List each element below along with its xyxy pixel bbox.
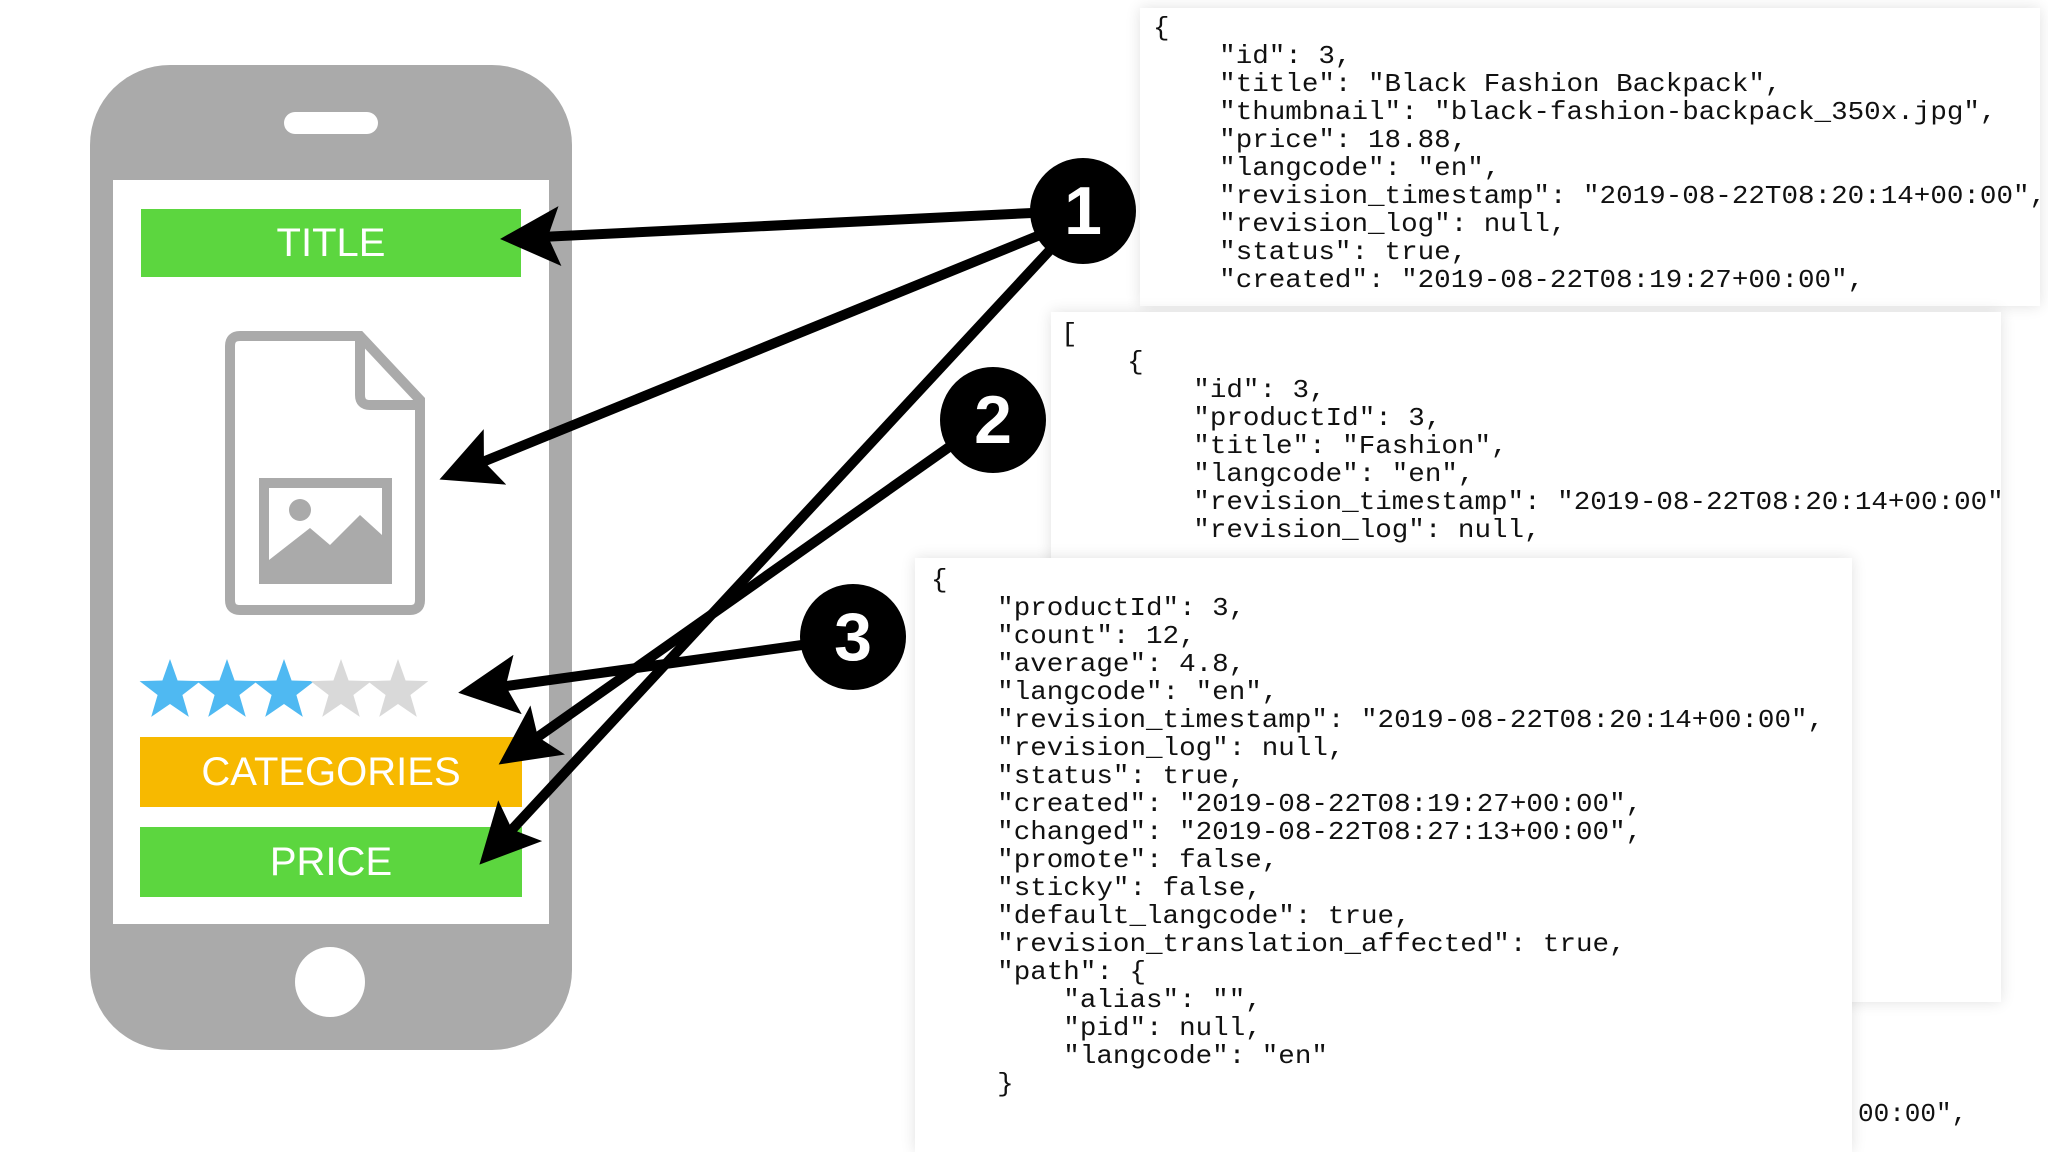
json-line: { <box>931 565 948 595</box>
ratings-json-code: { "productId": 3,"count": 12,"average": 4… <box>931 566 1824 1098</box>
json-line: "average": 4.8, <box>997 649 1246 679</box>
product-json-code: { "id": 3,"title": "Black Fashion Backpac… <box>1153 14 2040 294</box>
json-line: } <box>997 1069 1014 1099</box>
json-line: "promote": false, <box>997 845 1279 875</box>
phone-home-button <box>295 947 365 1017</box>
price-label: PRICE <box>269 839 393 884</box>
categories-label: CATEGORIES <box>201 749 461 794</box>
categories-json-code: [ { "id": 3,"productId": 3,"title": "Fashi… <box>1061 320 2001 544</box>
json-line: "status": true, <box>997 761 1246 791</box>
star-filled-icon <box>253 659 315 717</box>
json-line: "productId": 3, <box>1193 403 1442 433</box>
star-rating <box>139 659 429 717</box>
badge-1-number: 1 <box>1064 173 1102 249</box>
ratings-json-panel: { "productId": 3,"count": 12,"average": 4… <box>915 558 1852 1152</box>
phone-speaker <box>284 112 378 134</box>
badge-2-number: 2 <box>974 382 1012 458</box>
json-line: "sticky": false, <box>997 873 1262 903</box>
price-bar: PRICE <box>140 827 522 897</box>
json-line: "alias": "", <box>1063 985 1262 1015</box>
json-line: [ <box>1061 319 1078 349</box>
badge-3-number: 3 <box>834 599 872 675</box>
json-line: { <box>1127 347 1144 377</box>
image-file-icon <box>225 331 425 615</box>
json-line: "title": "Black Fashion Backpack", <box>1219 69 1782 99</box>
product-json-panel: { "id": 3,"title": "Black Fashion Backpac… <box>1140 8 2040 306</box>
json-line: "status": true, <box>1219 237 1468 267</box>
json-line: "id": 3, <box>1193 375 1326 405</box>
title-bar: TITLE <box>141 209 521 277</box>
categories-bar: CATEGORIES <box>140 737 522 807</box>
json-line: "path": { <box>997 957 1147 987</box>
json-line: "thumbnail": "black-fashion-backpack_350… <box>1219 97 1997 127</box>
json-line: "langcode": "en", <box>997 677 1279 707</box>
json-line: "revision_timestamp": "2019-08-22T08:20:… <box>997 705 1825 735</box>
json-line: "pid": null, <box>1063 1013 1262 1043</box>
badge-3: 3 <box>800 584 906 690</box>
json-line: "langcode": "en", <box>1193 459 1475 489</box>
json-line: "revision_translation_affected": true, <box>997 929 1626 959</box>
badge-1: 1 <box>1030 158 1136 264</box>
star-empty-icon <box>310 659 372 717</box>
json-line: "default_langcode": true, <box>997 901 1411 931</box>
json-line: "revision_timestamp": "2019-08-22T08:20:… <box>1219 181 2040 211</box>
json-line: "revision_log": null, <box>1193 515 1541 545</box>
json-line: "title": "Fashion", <box>1193 431 1508 461</box>
json-line: "created": "2019-08-22T08:19:27+00:00", <box>1219 265 1865 295</box>
json-line: "price": 18.88, <box>1219 125 1468 155</box>
json-line: "id": 3, <box>1219 41 1352 71</box>
json-line: "count": 12, <box>997 621 1196 651</box>
json-line: "revision_timestamp": "2019-08-22T08:20:… <box>1193 487 2001 517</box>
star-empty-icon <box>367 659 429 717</box>
badge-2: 2 <box>940 367 1046 473</box>
json-line: "revision_log": null, <box>997 733 1345 763</box>
star-filled-icon <box>139 659 201 717</box>
json-line: "productId": 3, <box>997 593 1246 623</box>
json-line: "changed": "2019-08-22T08:27:13+00:00", <box>997 817 1643 847</box>
title-label: TITLE <box>276 220 386 265</box>
json-line: { <box>1153 13 1170 43</box>
json-line: "langcode": "en" <box>1063 1041 1328 1071</box>
star-filled-icon <box>196 659 258 717</box>
json-line: "created": "2019-08-22T08:19:27+00:00", <box>997 789 1643 819</box>
categories-json-tail: 00:00", <box>1858 1099 1968 1129</box>
phone-mockup <box>90 65 572 1050</box>
json-line: "langcode": "en", <box>1219 153 1501 183</box>
json-line: "revision_log": null, <box>1219 209 1567 239</box>
